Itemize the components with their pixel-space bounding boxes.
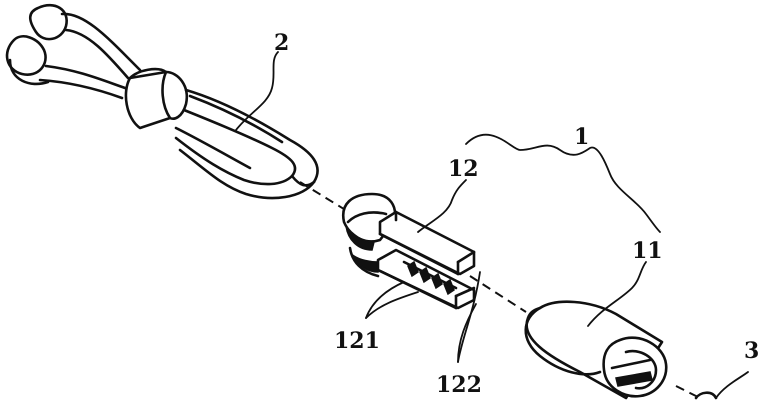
leader-121-b [365,291,419,319]
leader-12 [417,179,467,233]
brace-1 [465,133,661,233]
leader-121-a [365,281,405,319]
leader-2 [235,51,279,131]
sleeve-tube [524,300,668,400]
leader-122-b [457,271,481,363]
leader-11 [587,261,647,327]
plug-connector [341,192,476,310]
label-12: 12 [448,156,479,182]
label-2: 2 [274,30,289,56]
part-3-fragment [694,371,749,400]
label-121: 121 [334,328,380,354]
axis-line-b [469,275,527,313]
label-11: 11 [632,238,663,264]
label-3: 3 [744,338,759,364]
leader-3 [715,371,749,399]
cord-loop [5,3,319,200]
label-122: 122 [436,372,482,398]
label-1: 1 [574,124,589,150]
